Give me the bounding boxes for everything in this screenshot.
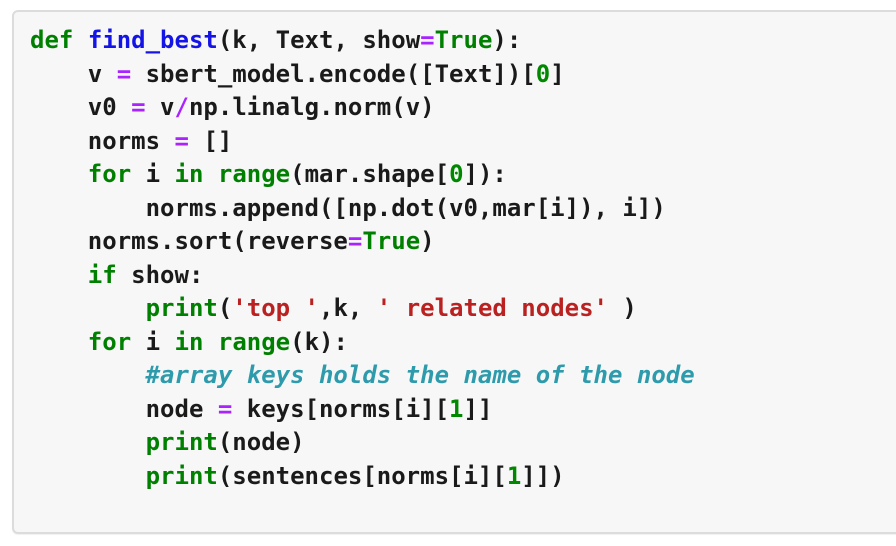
code-token-n: 1 xyxy=(449,394,464,423)
code-token-p xyxy=(30,428,146,456)
code-token-d: find_best xyxy=(87,26,218,54)
code-token-p xyxy=(30,361,146,389)
code-token-p: [] xyxy=(188,126,233,155)
code-line: norms = [] xyxy=(30,125,896,159)
code-token-p xyxy=(203,328,217,356)
code-token-p: v xyxy=(145,93,175,121)
code-line: norms.sort(reverse=True) xyxy=(30,225,896,259)
code-token-p: sbert_model.encode([Text])[ xyxy=(131,59,536,88)
code-line: if show: xyxy=(30,259,896,293)
code-token-n: 1 xyxy=(506,461,522,490)
code-line: v = sbert_model.encode([Text])[0] xyxy=(30,58,896,92)
code-token-p xyxy=(30,462,146,490)
code-token-p: i xyxy=(131,160,175,188)
code-token-p: ] xyxy=(550,59,565,88)
code-token-k: if xyxy=(87,260,117,289)
code-token-p xyxy=(73,26,87,54)
code-token-p xyxy=(30,328,88,356)
code-token-p: norms.append([np.dot(v0,mar[i]), i]) xyxy=(30,193,666,222)
code-token-p: ) xyxy=(420,227,435,255)
code-cell[interactable]: def find_best(k, Text, show=True): v = s… xyxy=(12,10,896,534)
code-token-b: print xyxy=(145,461,218,490)
code-line: print('top ',k, ' related nodes' ) xyxy=(30,292,896,326)
code-token-p: ) xyxy=(607,294,637,322)
code-line: node = keys[norms[i][1]] xyxy=(30,393,896,427)
code-token-o: = xyxy=(131,93,146,121)
code-line: norms.append([np.dot(v0,mar[i]), i]) xyxy=(30,192,896,226)
code-token-n: 0 xyxy=(535,59,551,88)
code-token-p: show: xyxy=(116,260,204,289)
code-token-s: 'top ' xyxy=(232,294,319,322)
code-token-b: range xyxy=(217,327,291,356)
code-token-p: i xyxy=(131,327,175,356)
code-token-p: node xyxy=(30,394,218,423)
code-token-k: for xyxy=(87,327,132,356)
code-token-p xyxy=(30,160,88,188)
code-token-o: = xyxy=(217,394,233,423)
code-token-s: ' related nodes' xyxy=(376,294,608,322)
code-token-p: ]]) xyxy=(521,461,565,490)
code-token-p: ): xyxy=(492,26,522,54)
code-token-p: ]): xyxy=(463,160,507,188)
code-token-o: = xyxy=(116,59,132,88)
code-token-p: np.linalg.norm(v) xyxy=(188,93,435,121)
code-token-k: for xyxy=(87,160,132,188)
code-line: for i in range(mar.shape[0]): xyxy=(30,158,896,192)
code-token-b: print xyxy=(145,428,218,456)
code-token-p: keys[norms[i][ xyxy=(232,394,450,423)
code-token-p: (k): xyxy=(290,327,348,356)
code-token-o: = xyxy=(420,26,435,54)
code-token-o: = xyxy=(347,227,363,255)
code-token-p: (k, Text, show xyxy=(217,26,421,54)
code-token-p xyxy=(30,261,88,289)
code-token-p: (sentences[norms[i][ xyxy=(217,461,507,490)
code-lines[interactable]: def find_best(k, Text, show=True): v = s… xyxy=(14,12,896,493)
code-token-p: v xyxy=(30,59,117,88)
code-token-p xyxy=(30,294,146,322)
code-token-c: #array keys holds the name of the node xyxy=(145,361,695,389)
code-line: print(node) xyxy=(30,426,896,460)
code-token-p xyxy=(203,160,217,188)
code-token-p: (node) xyxy=(217,428,305,456)
code-token-p: ,k, xyxy=(319,294,377,322)
code-line: def find_best(k, Text, show=True): xyxy=(30,24,896,58)
code-token-k: in xyxy=(174,327,204,356)
code-token-p: ( xyxy=(217,294,233,322)
code-token-b: range xyxy=(217,160,291,188)
code-line: for i in range(k): xyxy=(30,326,896,360)
code-token-p: norms.sort(reverse xyxy=(30,227,348,255)
code-token-o: = xyxy=(174,126,189,155)
code-token-p: v0 xyxy=(30,93,132,121)
code-token-b: print xyxy=(145,294,218,322)
code-token-k: True xyxy=(362,227,421,255)
code-token-p: norms xyxy=(30,126,175,155)
code-token-k: in xyxy=(174,160,204,188)
code-line: v0 = v/np.linalg.norm(v) xyxy=(30,91,896,125)
code-token-o: / xyxy=(174,93,189,121)
code-token-p: (mar.shape[ xyxy=(290,160,450,188)
code-token-k: def xyxy=(30,26,74,54)
code-token-p: ]] xyxy=(463,394,493,423)
code-line: print(sentences[norms[i][1]]) xyxy=(30,460,896,494)
code-line: #array keys holds the name of the node xyxy=(30,359,896,393)
code-token-n: 0 xyxy=(449,160,464,188)
code-token-k: True xyxy=(434,26,493,54)
